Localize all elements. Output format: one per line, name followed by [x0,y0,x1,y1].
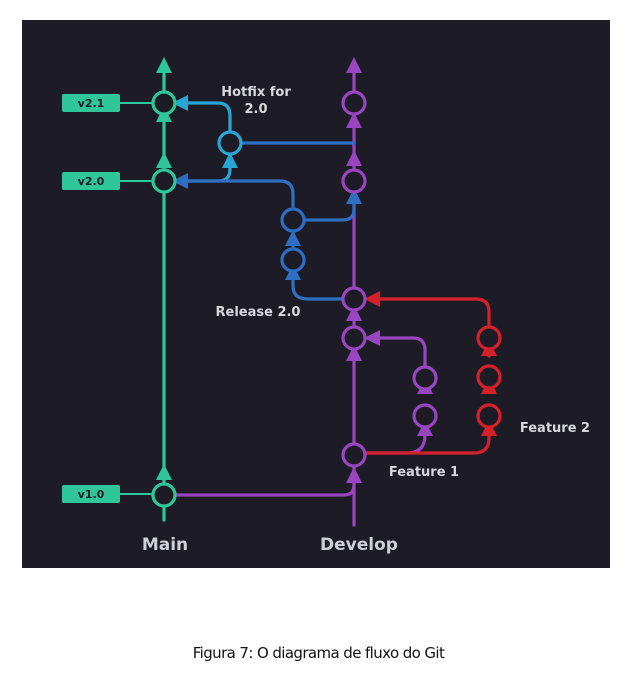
develop-commit [341,442,367,468]
release-commit [280,207,306,233]
feature-1-commits [412,365,438,429]
hotfix-label-line-1: Hotfix for [221,85,291,100]
develop-commits [341,90,367,468]
feature-2-commit [476,325,502,351]
release-branch [172,173,362,301]
release-label: Release 2.0 [216,305,301,320]
main-commit-v2-1 [151,90,177,116]
feature-2-commit [476,403,502,429]
tag-v2-1: v2.1 [62,94,154,112]
feature-2-label: Feature 2 [520,421,590,436]
release-commits [280,207,306,273]
hotfix-commits [217,130,243,156]
hotfix-commit [217,130,243,156]
git-flow-diagram: v2.1 v2.0 v1.0 [22,20,610,568]
develop-lane-label: Develop [320,535,398,555]
main-commit-v2-0 [151,168,177,194]
develop-commit [341,325,367,351]
tag-v2-0: v2.0 [62,172,154,190]
feature-2-commit [476,364,502,390]
tag-v1-0-label: v1.0 [78,488,105,501]
main-commit-v1-0 [151,482,177,508]
tag-v2-0-label: v2.0 [78,175,105,188]
tag-v2-1-label: v2.1 [78,97,105,110]
hotfix-label-line-2: 2.0 [244,102,267,117]
feature-1-commit [412,365,438,391]
feature-1-label: Feature 1 [389,465,459,480]
main-commits [151,90,177,508]
main-lane-label: Main [142,535,188,555]
diagram-canvas: v2.1 v2.0 v1.0 [62,57,590,555]
develop-commit [341,286,367,312]
feature-2-commits [476,325,502,429]
develop-commit [341,168,367,194]
release-commit [280,247,306,273]
develop-commit [341,90,367,116]
feature-1-commit [412,403,438,429]
feature-1-branch [364,330,433,455]
tag-v1-0: v1.0 [62,485,154,503]
develop-branch [172,57,362,527]
figure-caption: Figura 7: O diagrama de fluxo do Git [192,644,445,662]
